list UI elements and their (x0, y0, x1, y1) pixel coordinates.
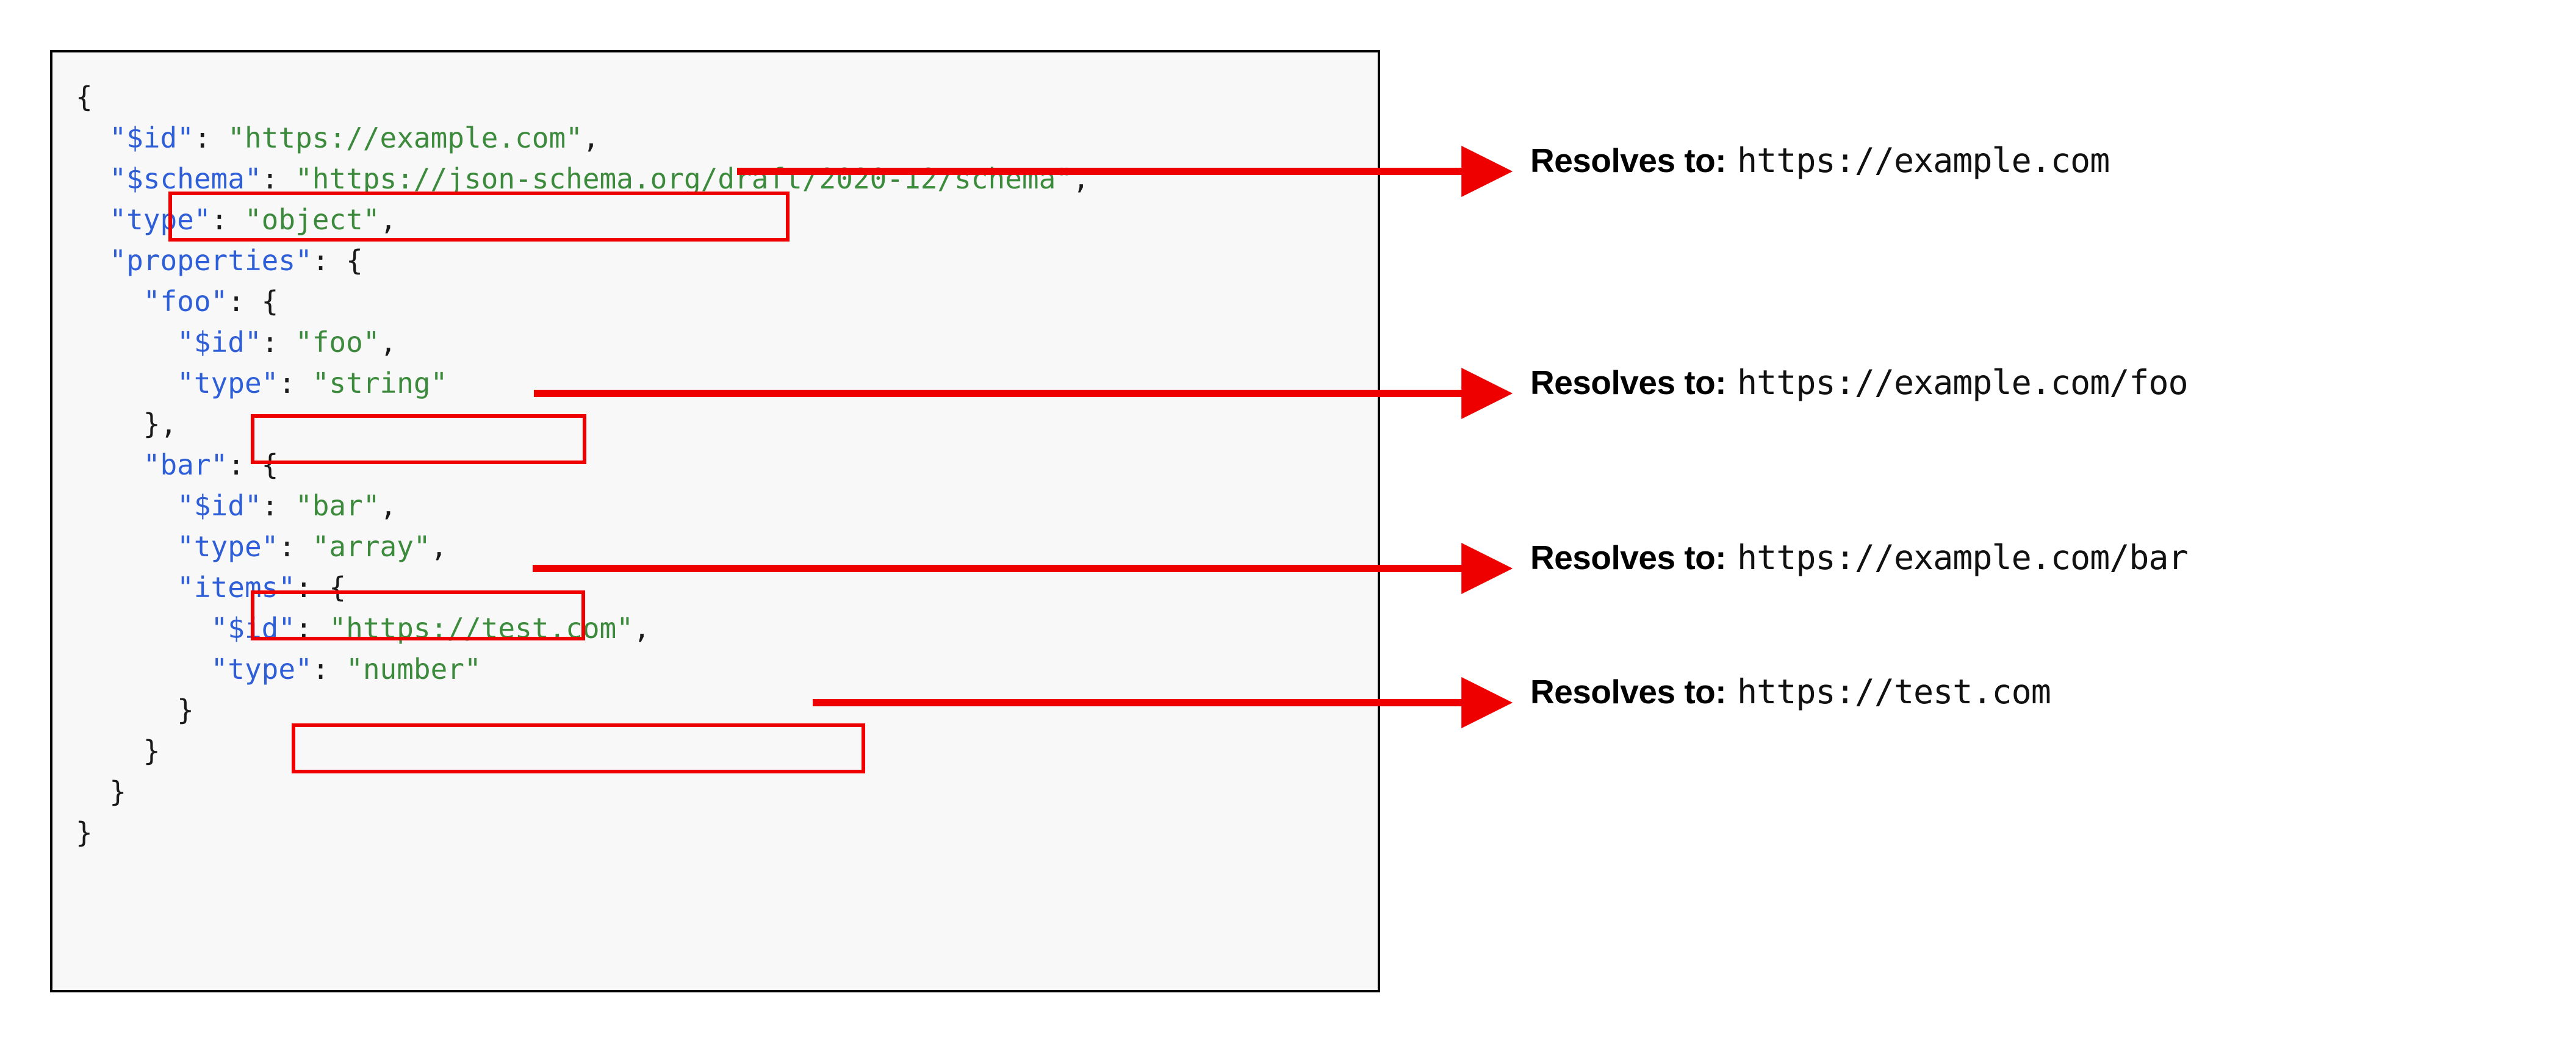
code-line: } (76, 812, 1090, 853)
code-token-punctuation: : (278, 530, 312, 563)
code-token-punctuation: : (312, 653, 347, 686)
code-line: "type": "array", (76, 526, 1090, 567)
code-line: "$id": "https://example.com", (76, 118, 1090, 159)
code-token-string: "string" (312, 367, 448, 400)
code-token-string: "array" (312, 530, 431, 563)
resolve-row: Resolves to: https://test.com (1530, 672, 2051, 711)
code-token-punctuation: } (143, 734, 160, 767)
code-token-key: "bar" (143, 448, 228, 481)
code-token-key: "properties" (109, 244, 312, 277)
code-token-punctuation: : { (295, 571, 347, 604)
code-token-punctuation: : (261, 162, 296, 195)
resolve-label: Resolves to: (1530, 142, 1727, 179)
code-token-punctuation: { (76, 81, 93, 113)
json-code-panel: { "$id": "https://example.com", "$schema… (50, 50, 1380, 992)
resolved-url: https://example.com/foo (1737, 363, 2189, 402)
code-token-punctuation: , (380, 203, 397, 236)
code-token-punctuation: , (582, 121, 600, 154)
resolve-label: Resolves to: (1530, 539, 1727, 576)
code-token-punctuation: , (633, 612, 650, 645)
code-token-key: "$id" (109, 121, 194, 154)
resolved-url: https://test.com (1737, 672, 2051, 711)
code-token-punctuation: : { (228, 448, 279, 481)
code-token-punctuation: : (261, 489, 296, 522)
resolve-label: Resolves to: (1530, 673, 1727, 711)
code-token-key: "$schema" (109, 162, 262, 195)
code-token-punctuation: : { (312, 244, 363, 277)
code-line: } (76, 772, 1090, 812)
resolved-url: https://example.com (1737, 141, 2110, 180)
code-token-punctuation: : (210, 203, 245, 236)
code-token-punctuation: } (109, 775, 127, 808)
code-token-punctuation: : (295, 612, 329, 645)
code-token-key: "$id" (177, 326, 262, 359)
code-token-punctuation: }, (143, 407, 178, 440)
code-line: } (76, 731, 1090, 772)
code-line: { (76, 77, 1090, 118)
code-token-key: "type" (109, 203, 211, 236)
code-token-string: "number" (346, 653, 481, 686)
code-token-punctuation: , (1072, 162, 1090, 195)
code-line: "type": "string" (76, 363, 1090, 404)
code-token-punctuation: } (177, 694, 194, 726)
code-token-key: "items" (177, 571, 296, 604)
code-line: "$id": "bar", (76, 486, 1090, 526)
resolve-label: Resolves to: (1530, 364, 1727, 401)
code-line: "type": "number" (76, 649, 1090, 690)
code-line: "bar": { (76, 445, 1090, 486)
json-code-block: { "$id": "https://example.com", "$schema… (76, 77, 1090, 853)
code-line: "type": "object", (76, 199, 1090, 240)
code-token-punctuation: : { (228, 285, 279, 318)
code-line: "items": { (76, 567, 1090, 608)
code-line: }, (76, 404, 1090, 445)
code-token-string: "object" (244, 203, 380, 236)
code-token-punctuation: : (193, 121, 228, 154)
code-token-punctuation: : (261, 326, 296, 359)
code-line: } (76, 690, 1090, 731)
code-token-punctuation: , (430, 530, 448, 563)
code-token-punctuation: , (380, 489, 397, 522)
code-line: "$id": "foo", (76, 322, 1090, 363)
code-token-string: "https://test.com" (329, 612, 633, 645)
code-line: "$id": "https://test.com", (76, 608, 1090, 649)
code-line: "properties": { (76, 240, 1090, 281)
resolve-row: Resolves to: https://example.com/foo (1530, 363, 2189, 402)
resolved-url: https://example.com/bar (1737, 538, 2189, 577)
code-token-key: "$id" (177, 489, 262, 522)
code-token-string: "https://json-schema.org/draft/2020-12/s… (295, 162, 1073, 195)
resolve-row: Resolves to: https://example.com (1530, 141, 2110, 180)
code-token-punctuation: } (76, 816, 93, 849)
code-token-key: "type" (177, 367, 279, 400)
code-line: "$schema": "https://json-schema.org/draf… (76, 159, 1090, 199)
code-token-string: "foo" (295, 326, 380, 359)
code-line: "foo": { (76, 281, 1090, 322)
resolve-row: Resolves to: https://example.com/bar (1530, 538, 2189, 577)
code-token-key: "type" (177, 530, 279, 563)
code-token-string: "bar" (295, 489, 380, 522)
code-token-key: "foo" (143, 285, 228, 318)
code-token-punctuation: , (380, 326, 397, 359)
code-token-key: "$id" (210, 612, 296, 645)
code-token-punctuation: : (278, 367, 312, 400)
code-token-key: "type" (210, 653, 312, 686)
code-token-string: "https://example.com" (228, 121, 583, 154)
